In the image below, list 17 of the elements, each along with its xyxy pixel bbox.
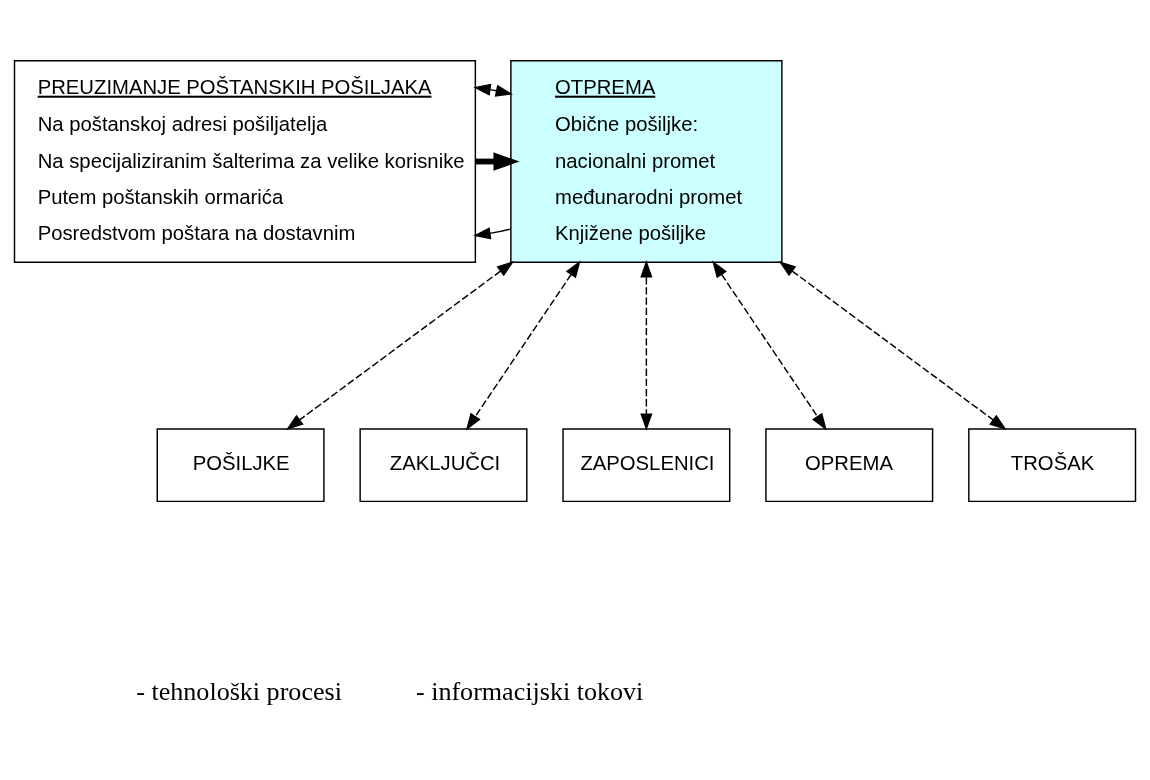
arrow xyxy=(475,151,520,171)
arrow xyxy=(473,226,512,239)
arrow xyxy=(712,259,827,430)
legend-label: - tehnološki procesi xyxy=(136,676,342,706)
node-box: POŠILJKE xyxy=(156,427,325,502)
node-box: ZAKLJUČCI xyxy=(359,427,528,502)
arrow xyxy=(473,83,513,97)
arrow xyxy=(286,260,515,430)
arrow xyxy=(465,259,581,430)
node-box: ZAPOSLENICI xyxy=(562,427,731,502)
arrow xyxy=(778,260,1007,430)
legend-label: - informacijski tokovi xyxy=(415,676,644,706)
node-box: OPREMA xyxy=(765,427,934,502)
node-box: PREUZIMANJE POŠTANSKIH POŠILJAKA Na poštanskoj adresi pošiljatelja Na specijaliziranim šalterima za velike korisnike Putem poštanskih ormarića Posredstvom poštara na dostavnim xyxy=(13,59,477,263)
arrow xyxy=(640,259,653,431)
node-box: TROŠAK xyxy=(968,427,1137,502)
node-box: OTPREMA Obične pošiljke: nacionalni promet međunarodni promet Knjižene pošiljke xyxy=(510,59,783,263)
